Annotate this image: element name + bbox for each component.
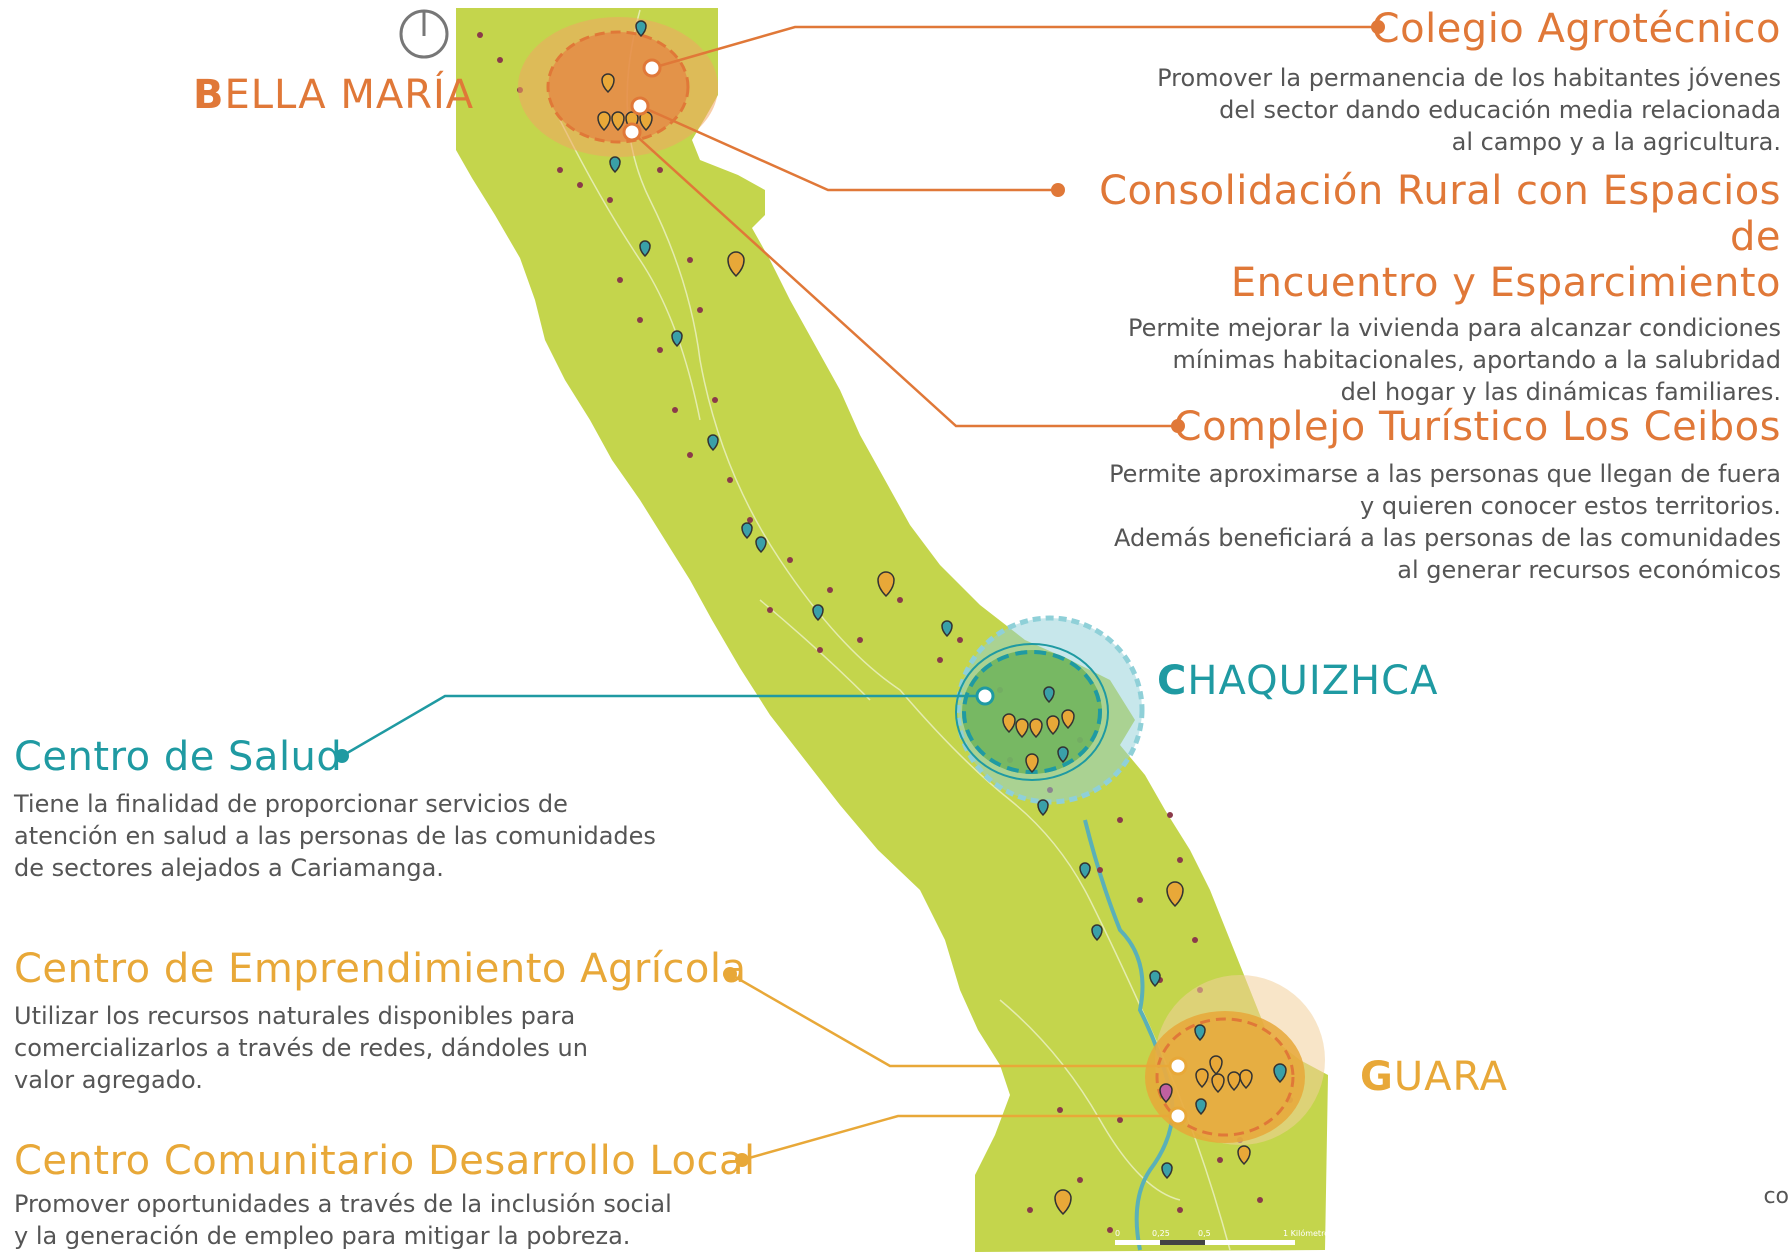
place-rest: HAQUIZHCA [1187,658,1439,704]
desc-line: Tiene la finalidad de proporcionar servi… [14,790,568,818]
project-comunitario: Centro Comunitario Desarrollo Local Prom… [14,1138,804,1252]
map-pins [597,20,1287,1216]
north-arrow-icon [399,9,449,59]
project-description: Utilizar los recursos naturales disponib… [14,1000,794,1096]
project-title: Colegio Agrotécnico [1371,6,1781,52]
scale-label-0: 0 [1115,1229,1120,1238]
place-rest: UARA [1393,1054,1509,1100]
project-description: Tiene la finalidad de proporcionar servi… [14,788,794,884]
project-description: Promover oportunidades a través de la in… [14,1188,804,1252]
bella-maria-zone [518,17,718,157]
desc-line: y la generación de empleo para mitigar l… [14,1222,631,1250]
desc-line: valor agregado. [14,1066,203,1094]
desc-line: al generar recursos económicos [1397,556,1781,584]
leader-endpoints [335,20,1385,1167]
project-description: Permite mejorar la vivienda para alcanza… [1041,312,1781,408]
leader-lines [341,25,1378,1162]
project-title: Centro Comunitario Desarrollo Local [14,1138,756,1184]
project-title: Centro de Salud [14,734,343,780]
chaquizhca-zone [955,615,1145,805]
place-label-chaquizhca: CHAQUIZHCA [1157,658,1438,704]
edge-text: co [1763,1184,1789,1209]
desc-line: Promover la permanencia de los habitante… [1157,64,1781,92]
place-initial: B [193,72,225,118]
project-consolidacion: Consolidación Rural con Espacios de Encu… [1041,168,1781,408]
desc-line: Permite mejorar la vivienda para alcanza… [1128,314,1781,342]
project-colegio: Colegio Agrotécnico Promover la permanen… [1141,6,1781,158]
place-label-guara: GUARA [1360,1054,1508,1100]
dwelling-dots [477,32,1293,1233]
title-line: Encuentro y Esparcimiento [1230,260,1781,306]
project-sites [622,58,1188,1126]
project-title: Consolidación Rural con Espacios de Encu… [1041,168,1781,306]
project-salud: Centro de Salud Tiene la finalidad de pr… [14,734,794,884]
place-initial: G [1360,1054,1394,1100]
title-line: Consolidación Rural con Espacios de [1099,168,1781,260]
desc-line: Permite aproximarse a las personas que l… [1109,460,1781,488]
desc-line: y quieren conocer estos territorios. [1360,492,1781,520]
desc-line: Además beneficiará a las personas de las… [1114,524,1781,552]
desc-line: Promover oportunidades a través de la in… [14,1190,672,1218]
desc-line: del hogar y las dinámicas familiares. [1340,378,1781,406]
place-rest: ELLA MARÍA [224,72,475,118]
desc-line: comercializarlos a través de redes, dánd… [14,1034,588,1062]
project-title: Complejo Turístico Los Ceibos [1173,404,1781,450]
scale-label-2: 0,5 [1198,1229,1211,1238]
desc-line: Utilizar los recursos naturales disponib… [14,1002,576,1030]
project-complejo: Complejo Turístico Los Ceibos Permite ap… [1001,404,1781,586]
scale-label-3: 1 Kilómetros [1283,1228,1333,1238]
place-initial: C [1157,658,1188,704]
project-emprendimiento: Centro de Emprendimiento Agrícola Utiliz… [14,946,794,1096]
desc-line: del sector dando educación media relacio… [1219,96,1781,124]
desc-line: mínimas habitacionales, aportando a la s… [1172,346,1781,374]
desc-line: de sectores alejados a Cariamanga. [14,854,444,882]
place-label-bella-maria: BELLA MARÍA [193,72,474,118]
project-description: Promover la permanencia de los habitante… [1141,62,1781,158]
project-description: Permite aproximarse a las personas que l… [1001,458,1781,586]
desc-line: atención en salud a las personas de las … [14,822,656,850]
desc-line: al campo y a la agricultura. [1451,128,1781,156]
project-title: Centro de Emprendimiento Agrícola [14,946,747,992]
scale-label-1: 0,25 [1152,1229,1170,1238]
scale-bar: 0 0,25 0,5 1 Kilómetros [1115,1228,1333,1245]
